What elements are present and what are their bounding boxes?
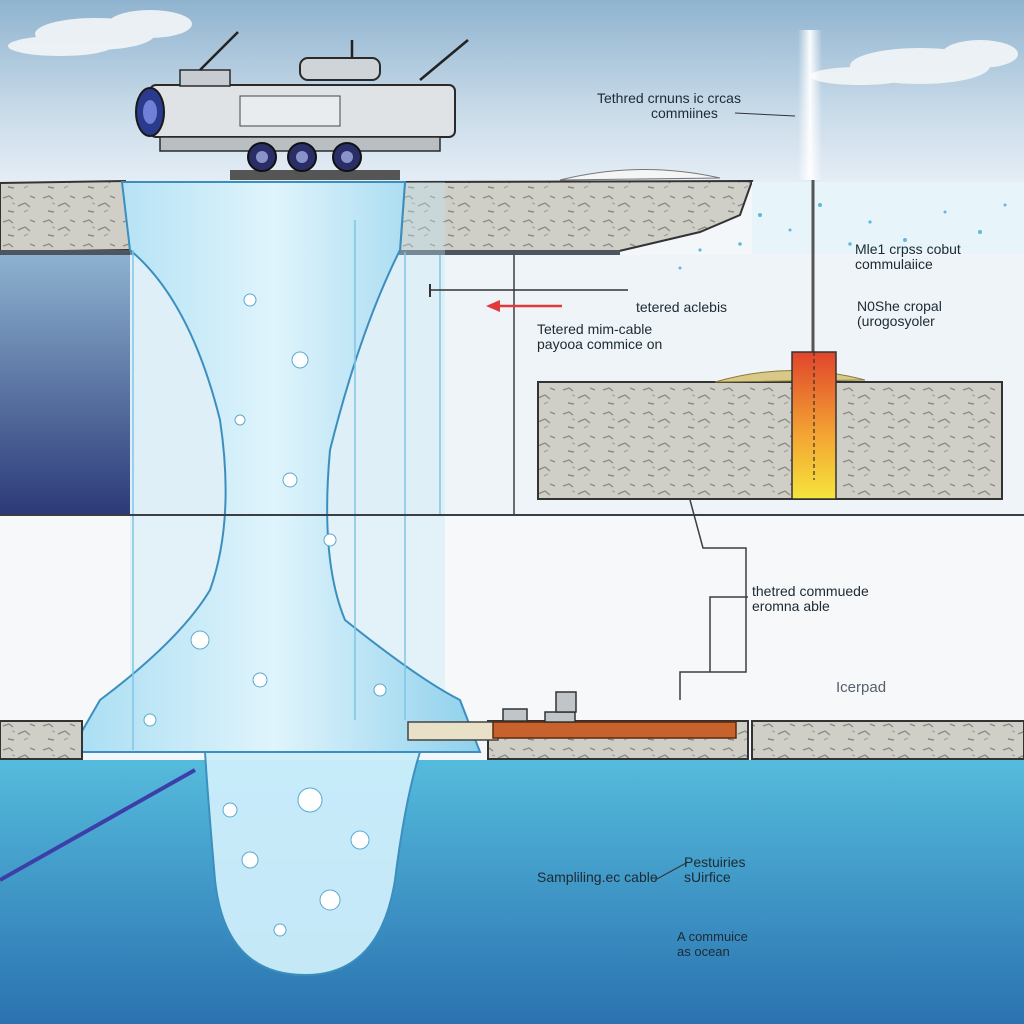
label-tethered-cross-top-line1: Tethred crnuns ic crcas xyxy=(597,90,741,106)
label-icerpad: Icerpad xyxy=(836,679,887,696)
water-drop-bulb xyxy=(203,751,422,977)
label-a-commuice-ocean-line1: A commuice xyxy=(677,929,748,944)
label-pestuiries: Pestuiries sUirfice xyxy=(684,855,745,885)
label-tetered-mini-cable-line1: Tetered mim-cable xyxy=(537,321,653,337)
water-streams xyxy=(132,220,441,750)
label-tethered-cross-top: Tethred crnuns ic crcas commiines xyxy=(597,91,741,121)
callout-connector-middle xyxy=(679,499,747,700)
label-nshe-cropal-line2: (urogosyoler xyxy=(857,313,935,329)
callout-arrow-red-head xyxy=(486,300,500,312)
ice-particles xyxy=(678,203,1007,270)
label-mel-cross-cobut: Mle1 crpss cobut commulaiice xyxy=(855,242,961,272)
label-a-commuice-ocean-line2: as ocean xyxy=(677,944,730,959)
label-nshe-cropal: N0She cropal (urogosyoler xyxy=(857,299,942,329)
label-tetered-mini-cable-line2: payooa commice on xyxy=(537,336,663,352)
probe-glow xyxy=(798,30,822,180)
lower-ice-right xyxy=(751,720,1024,760)
label-nshe-cropal-line1: N0She cropal xyxy=(857,298,942,314)
pump-unit xyxy=(502,691,577,723)
label-thetred-commuede-line1: thetred commuede xyxy=(752,583,869,599)
ice-snow-patch xyxy=(559,168,721,181)
top-ice-shelf-left xyxy=(0,179,132,254)
callout-pestuiries xyxy=(654,861,689,881)
ocean-tether xyxy=(0,768,196,882)
lower-ice-block xyxy=(537,381,1003,500)
label-pestuiries-line2: sUirfice xyxy=(684,869,731,885)
label-tethered-cross-top-line2: commiines xyxy=(651,105,718,121)
label-pestuiries-line1: Pestuiries xyxy=(684,854,746,870)
sampling-pipe xyxy=(407,721,499,741)
label-thetred-commuede: thetred commuede eromna able xyxy=(752,584,869,614)
top-ice-shelf-right xyxy=(398,179,754,253)
surface-vehicle xyxy=(135,31,469,180)
label-a-commuice-ocean: A commuice as ocean xyxy=(677,929,748,959)
label-tetered-mini-cable: Tetered mim-cable payooa commice on xyxy=(537,322,662,352)
label-thetred-commuede-line2: eromna able xyxy=(752,598,830,614)
sampling-cable xyxy=(492,721,737,739)
label-mel-cross-cobut-line1: Mle1 crpss cobut xyxy=(855,241,961,257)
cloud-right xyxy=(810,40,1018,85)
lower-ice-left xyxy=(0,720,83,760)
label-sampling-cable: Sampliling.ec cable xyxy=(537,869,658,885)
callout-connector-inner xyxy=(709,596,748,672)
callout-top-line xyxy=(734,112,796,117)
meltwater-zone-right xyxy=(752,182,1024,254)
cloud-left xyxy=(8,10,192,56)
water-bubbles xyxy=(143,293,387,937)
ocean xyxy=(0,760,1024,1024)
label-tetered-aclebis: tetered aclebis xyxy=(636,299,728,315)
upper-water-column xyxy=(0,255,130,515)
label-mel-cross-cobut-line2: commulaiice xyxy=(855,256,933,272)
